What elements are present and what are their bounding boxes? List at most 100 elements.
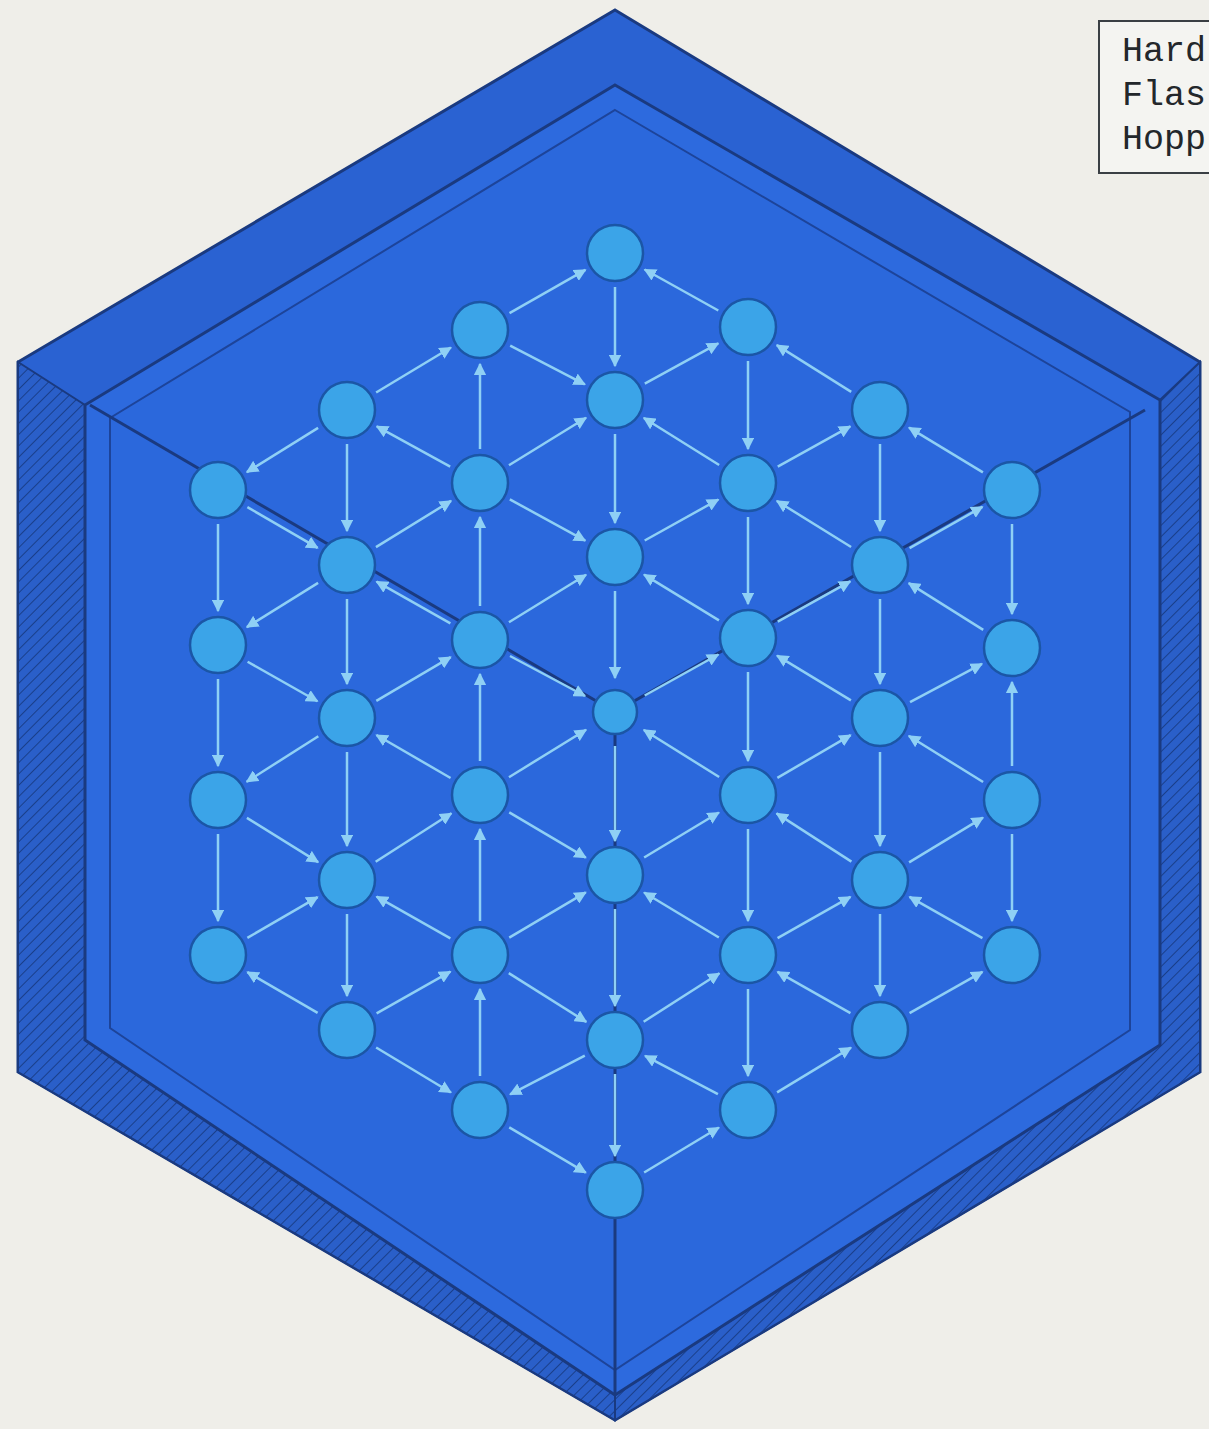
cube-edge — [615, 410, 1145, 712]
lattice-arrow — [614, 909, 617, 1006]
lattice-node — [190, 772, 246, 828]
lattice — [190, 225, 1040, 1218]
lattice-arrow — [247, 428, 318, 472]
lattice-arrow — [510, 656, 585, 696]
lattice-node — [587, 1012, 643, 1068]
lattice-node — [720, 1082, 776, 1138]
cube-edge — [90, 405, 615, 712]
lattice-node — [587, 1162, 643, 1218]
lattice-arrow — [247, 583, 318, 627]
lattice-node — [452, 302, 508, 358]
lattice-arrow — [1011, 682, 1014, 766]
lattice-arrow — [479, 829, 482, 921]
lattice-node — [319, 852, 375, 908]
lattice-arrow — [777, 501, 851, 547]
lattice-node — [452, 1082, 508, 1138]
lattice-arrow — [777, 813, 852, 861]
lattice-arrow — [1011, 834, 1014, 921]
lattice-arrow — [510, 1056, 585, 1095]
lattice-arrow — [777, 656, 851, 701]
lattice-arrow — [879, 914, 882, 996]
lattice-arrow — [376, 1048, 451, 1093]
lattice-arrow — [509, 973, 586, 1022]
lattice-node — [852, 382, 908, 438]
lattice-node — [720, 927, 776, 983]
lattice-node — [319, 537, 375, 593]
lattice-arrow — [644, 730, 719, 777]
lattice-arrow — [644, 973, 720, 1021]
lattice-node — [720, 767, 776, 823]
lattice-node — [852, 690, 908, 746]
lattice-arrow — [644, 893, 719, 938]
lattice-arrow — [346, 599, 349, 684]
lattice-arrow — [747, 829, 750, 921]
lattice-arrow — [644, 575, 719, 621]
lattice-arrow — [376, 657, 450, 701]
lattice-arrow — [509, 892, 586, 937]
lattice-node — [319, 382, 375, 438]
lattice-node — [852, 537, 908, 593]
lattice-arrow — [509, 418, 586, 465]
lattice-arrow — [777, 735, 850, 778]
lattice-arrow — [479, 517, 482, 606]
lattice-arrow — [247, 736, 319, 782]
lattice-node — [852, 1002, 908, 1058]
lattice-node — [852, 852, 908, 908]
lattice-arrow — [377, 897, 451, 939]
lattice-node — [984, 772, 1040, 828]
lattice-arrow — [247, 507, 317, 548]
lattice-arrow — [247, 972, 317, 1013]
lattice-arrow — [644, 1128, 719, 1173]
lattice-arrow — [778, 581, 850, 621]
lattice-arrow — [614, 287, 617, 366]
lattice-arrow — [747, 989, 750, 1076]
lattice-node — [984, 927, 1040, 983]
lattice-arrow — [346, 914, 349, 996]
lattice-node — [452, 767, 508, 823]
lattice-node — [190, 462, 246, 518]
lattice-arrow — [479, 364, 482, 449]
lattice-node — [587, 372, 643, 428]
lattice-arrow — [909, 428, 983, 473]
lattice-arrow — [510, 346, 585, 385]
lattice-arrow — [747, 672, 750, 761]
lattice-node — [984, 462, 1040, 518]
lattice-arrow — [644, 418, 719, 465]
lattice-arrow — [509, 812, 586, 857]
lattice-arrow — [248, 662, 318, 702]
lattice-arrow — [510, 499, 585, 540]
lattice-arrow — [377, 972, 451, 1014]
lattice-arrow — [217, 679, 220, 766]
lattice-arrow — [645, 655, 719, 696]
lattice-arrow — [910, 972, 983, 1013]
note-line: Hard — [1122, 30, 1209, 74]
lattice-node — [452, 612, 508, 668]
lattice-arrow — [376, 501, 451, 547]
inner-face — [110, 110, 1130, 1370]
lattice-arrow — [479, 989, 482, 1076]
note-line: Flas — [1122, 74, 1209, 118]
lattice-node — [720, 455, 776, 511]
lattice-arrow — [509, 1127, 586, 1172]
lattice-node — [587, 529, 643, 585]
lattice-arrow — [747, 517, 750, 604]
lattice-node — [587, 225, 643, 281]
lattice-node — [319, 1002, 375, 1058]
lattice-arrow — [644, 813, 719, 858]
lattice-node — [720, 299, 776, 355]
note-box: HardFlasHopp — [1098, 20, 1209, 174]
outer-hexagon — [18, 10, 1200, 1420]
lattice-arrow — [346, 752, 349, 846]
lattice-arrow — [777, 345, 851, 392]
lattice-arrow — [910, 664, 982, 702]
lattice-arrow — [778, 426, 850, 466]
note-line: Hopp — [1122, 118, 1209, 162]
lattice-arrow — [879, 444, 882, 531]
lattice-node — [190, 617, 246, 673]
lattice-arrow — [217, 834, 220, 921]
lattice-arrow — [479, 674, 482, 761]
lattice-arrow — [376, 348, 451, 393]
lattice-arrow — [614, 434, 617, 523]
